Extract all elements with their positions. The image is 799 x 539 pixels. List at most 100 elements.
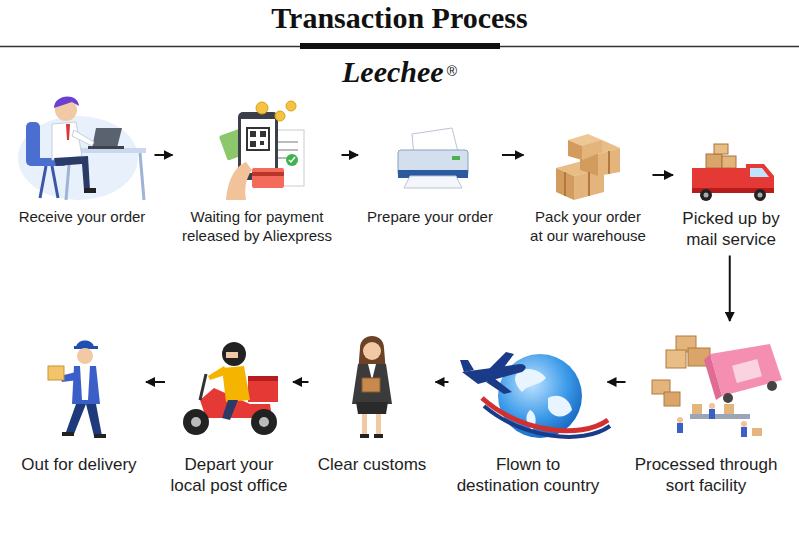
cardboard-boxes-icon-part — [568, 140, 582, 160]
cardboard-boxes-icon-part — [588, 172, 590, 196]
payment-phone-icon-part — [275, 111, 285, 121]
process-step: Waiting for payment released by Aliexpre… — [178, 100, 337, 246]
sort-facility-icon-part — [692, 404, 702, 414]
delivery-truck-icon-part — [714, 144, 728, 154]
scooter-courier-icon-part — [248, 376, 278, 381]
sort-facility-icon-part — [677, 417, 683, 423]
header-rule-part — [300, 43, 500, 49]
page-title: Transaction Process — [0, 1, 799, 34]
process-step: Receive your order — [15, 100, 150, 227]
delivery-truck-icon-part — [754, 189, 766, 201]
step-caption: Flown to destination country — [454, 454, 603, 497]
sort-facility-icon-part — [724, 404, 734, 414]
delivery-truck-icon-part — [722, 156, 736, 168]
cardboard-boxes-icon-part — [556, 168, 574, 200]
office-worker-icon-part — [88, 146, 124, 149]
sort-facility-icon — [652, 336, 782, 437]
globe-plane-icon-part — [488, 352, 514, 370]
sort-facility-icon-part — [767, 381, 777, 391]
globe-plane-icon — [460, 352, 610, 438]
office-worker-icon-part — [54, 96, 79, 108]
cardboard-boxes-icon-part — [582, 140, 602, 160]
process-step: Clear customs — [314, 326, 431, 475]
process-step: Depart your local post office — [170, 326, 288, 497]
sort-facility-icon-part — [741, 427, 747, 437]
step-caption: Picked up by mail service — [678, 208, 784, 251]
sort-facility-icon-part — [690, 414, 750, 419]
office-worker-icon-part — [40, 166, 46, 198]
flow-arrow — [342, 154, 359, 156]
customs-officer-icon-part — [363, 342, 381, 360]
scooter-courier-icon-part — [222, 342, 246, 366]
step-caption: Waiting for payment released by Aliexpre… — [178, 208, 337, 246]
scooter-courier-icon-part — [183, 409, 209, 435]
customs-officer-icon-part — [376, 414, 381, 436]
globe-plane-icon-part — [484, 406, 610, 437]
payment-phone-icon — [219, 101, 304, 200]
payment-phone-icon-part — [286, 154, 298, 166]
sort-facility-icon-part — [664, 392, 680, 406]
office-worker-icon-part — [140, 153, 144, 200]
delivery-man-icon-part — [86, 404, 102, 436]
office-worker-icon-part — [84, 188, 96, 193]
payment-phone-icon-part — [252, 172, 284, 176]
office-worker-icon-part — [52, 166, 58, 198]
printer-icon-part — [404, 176, 462, 188]
office-worker-icon-part — [54, 156, 90, 190]
office-worker-icon-part — [72, 130, 94, 146]
flow-arrow — [146, 381, 165, 383]
payment-phone-icon-part — [250, 141, 256, 147]
scooter-courier-icon-part — [191, 417, 201, 427]
flow-arrow — [155, 154, 173, 156]
registered-mark: ® — [447, 63, 457, 79]
globe-plane-icon-part — [548, 396, 572, 417]
scooter-courier-icon-part — [259, 417, 269, 427]
scooter-courier-icon-part — [200, 374, 206, 400]
sort-facility-icon-part — [704, 354, 722, 400]
delivery-man-icon — [48, 341, 106, 439]
delivery-truck-icon-part — [758, 193, 763, 198]
delivery-man-icon-part — [77, 348, 93, 364]
delivery-man-icon-part — [80, 366, 90, 400]
step-caption: Depart your local post office — [170, 454, 288, 497]
printer-icon-part — [452, 156, 460, 160]
sort-facility-icon-part — [709, 409, 715, 419]
header-rule — [0, 43, 799, 49]
customs-officer-icon-part — [352, 364, 392, 404]
process-step: Processed through sort facility — [631, 326, 782, 497]
delivery-truck-icon-part — [746, 164, 774, 192]
sort-facility-icon-part — [732, 359, 762, 383]
office-worker-icon-part — [52, 122, 82, 160]
flow-arrow — [653, 174, 674, 176]
scooter-courier-icon-part — [248, 376, 278, 402]
delivery-man-icon-part — [72, 366, 100, 404]
flow-arrow — [729, 256, 731, 322]
delivery-man-icon-part — [62, 432, 74, 436]
process-step: Prepare your order — [363, 100, 497, 227]
flow-arrow — [502, 154, 524, 156]
cardboard-boxes-icon — [556, 134, 620, 200]
sort-facility-icon-part — [723, 393, 733, 403]
payment-phone-icon-part — [286, 101, 296, 111]
flow-arrow — [436, 381, 449, 383]
payment-phone-icon-part — [247, 128, 269, 150]
cardboard-boxes-icon-part — [608, 151, 610, 174]
delivery-truck-icon-part — [700, 189, 712, 201]
sort-facility-icon-part — [666, 350, 686, 368]
payment-phone-icon-part — [226, 162, 252, 200]
payment-phone-icon-part — [260, 141, 264, 145]
sort-facility-icon-part — [741, 421, 747, 427]
step-caption: Prepare your order — [363, 208, 497, 227]
sort-facility-icon-part — [677, 423, 683, 433]
step-caption: Clear customs — [314, 454, 431, 475]
brand-logo: Leechee® — [0, 55, 799, 89]
step-caption: Out for delivery — [17, 454, 141, 475]
customs-officer-icon-part — [362, 414, 367, 436]
customs-officer-icon-part — [356, 402, 388, 414]
office-worker-icon-part — [66, 124, 70, 140]
scooter-courier-icon-part — [222, 400, 238, 420]
globe-plane-icon-part — [460, 360, 474, 372]
cardboard-boxes-icon-part — [564, 172, 566, 196]
globe-plane-icon-part — [482, 398, 608, 431]
